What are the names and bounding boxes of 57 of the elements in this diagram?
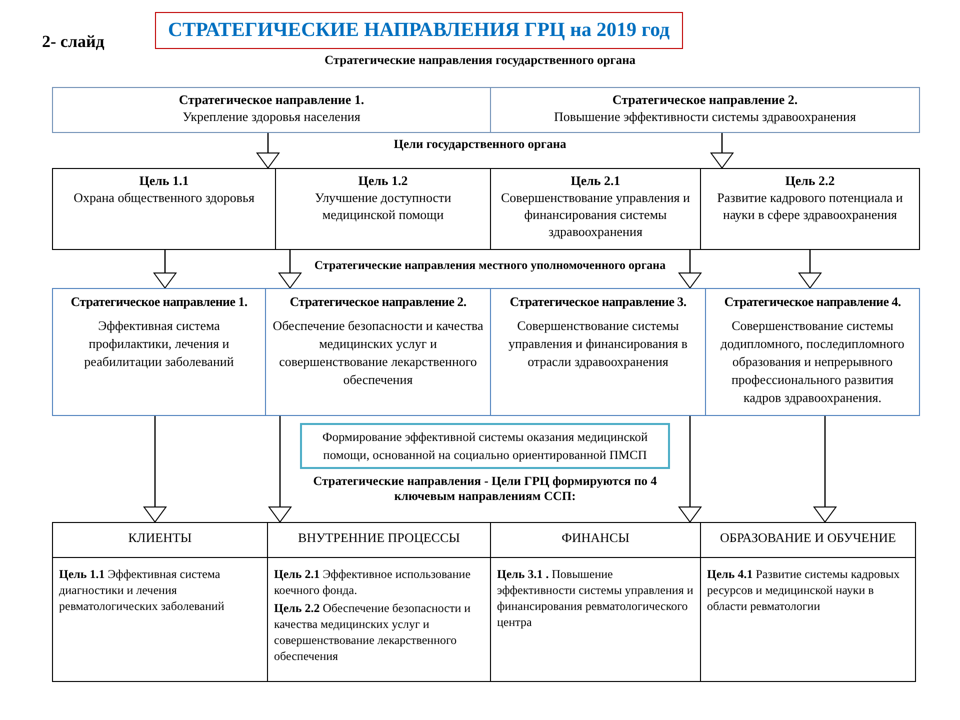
- cell-heading: Цель 2.1: [570, 172, 622, 189]
- down-arrow: [154, 250, 176, 288]
- table-cell: [52, 168, 276, 250]
- table-cell: [700, 168, 920, 250]
- down-arrow: [144, 416, 166, 522]
- table-cell: [52, 288, 266, 416]
- table-cell: [490, 87, 920, 133]
- down-arrow: [268, 416, 292, 522]
- cell-text: Цель 3.1 . Повышение эффективности системы управления и финансирования ревматологического центра: [496, 566, 694, 630]
- table-cell: [265, 288, 491, 416]
- slide-number: 2- слайд: [42, 32, 104, 52]
- cell-text: Укрепление здоровья населения: [182, 108, 362, 125]
- section-heading: Стратегические направления - Цели ГРЦ формируются по 4 ключевым направлениям ССП:: [312, 474, 658, 504]
- table-cell: [705, 288, 920, 416]
- down-arrow: [798, 250, 822, 288]
- down-arrow: [256, 133, 280, 168]
- section-heading: Стратегические направления государственного органа: [323, 53, 637, 68]
- cell-heading: Цель 1.2: [357, 172, 409, 189]
- down-arrow: [678, 416, 702, 522]
- highlight-box: Формирование эффективной системы оказания медицинской помощи, основанной на социально ориентированной ПМСП: [300, 423, 670, 469]
- column-header: ОБРАЗОВАНИЕ И ОБУЧЕНИЕ: [701, 523, 915, 558]
- cell-text: Охрана общественного здоровья: [72, 189, 256, 206]
- cell-text: Развитие кадрового потенциала и науки в сфере здравоохранения: [716, 189, 904, 223]
- table-cell: [52, 522, 268, 682]
- section-heading: Стратегические направления местного уполномоченного органа: [313, 258, 667, 273]
- table-cell: [490, 288, 706, 416]
- cell-heading: Стратегическое направление 1.: [178, 91, 366, 108]
- cell-heading: Стратегическое направление 2.: [288, 293, 468, 310]
- cell-text: Цель 2.1 Эффективное использование коечного фонда.: [273, 566, 472, 598]
- table-cell: [700, 522, 916, 682]
- cell-text: Цель 2.2 Обеспечение безопасности и качества медицинских услуг и совершенствование лекарственного обеспечения: [273, 600, 472, 664]
- cell-text: Совершенствование системы додипломного, последипломного образования и непрерывного профессионального развития кадров здравоохранения.: [720, 317, 906, 407]
- cell-heading: Стратегическое направление 4.: [723, 293, 902, 310]
- cell-heading: Цель 2.2: [784, 172, 836, 189]
- down-arrow: [278, 250, 302, 288]
- cell-heading: Стратегическое направление 2.: [611, 91, 799, 108]
- cell-text: Цель 1.1 Эффективная система диагностики и лечения ревматологических заболеваний: [58, 566, 226, 614]
- down-arrow: [710, 133, 734, 168]
- slide-title: СТРАТЕГИЧЕСКИЕ НАПРАВЛЕНИЯ ГРЦ на 2019 год: [155, 12, 683, 49]
- down-arrow: [814, 416, 836, 522]
- section-heading: Цели государственного органа: [392, 137, 568, 152]
- table-cell: [490, 168, 701, 250]
- cell-heading: Стратегическое направление 3.: [508, 293, 688, 310]
- cell-text: Совершенствование системы управления и финансирования в отрасли здравоохранения: [507, 317, 689, 371]
- table-cell: [267, 522, 491, 682]
- cell-heading: Стратегическое направление 1.: [70, 293, 248, 310]
- cell-text: Эффективная система профилактики, лечения и реабилитации заболеваний: [83, 317, 235, 371]
- cell-text: Совершенствование управления и финансирования системы здравоохранения: [500, 189, 691, 240]
- cell-text: Улучшение доступности медицинской помощи: [314, 189, 452, 223]
- table-cell: [52, 87, 491, 133]
- table-cell: [490, 522, 701, 682]
- cell-text: Обеспечение безопасности и качества медицинских услуг и совершенствование лекарственного обеспечения: [272, 317, 484, 389]
- cell-text: Повышение эффективности системы здравоохранения: [553, 108, 857, 125]
- cell-heading: Цель 1.1: [138, 172, 190, 189]
- down-arrow: [678, 250, 702, 288]
- table-cell: [275, 168, 491, 250]
- cell-text: Цель 4.1 Развитие системы кадровых ресурсов и медицинской науки в области ревматологии: [706, 566, 901, 614]
